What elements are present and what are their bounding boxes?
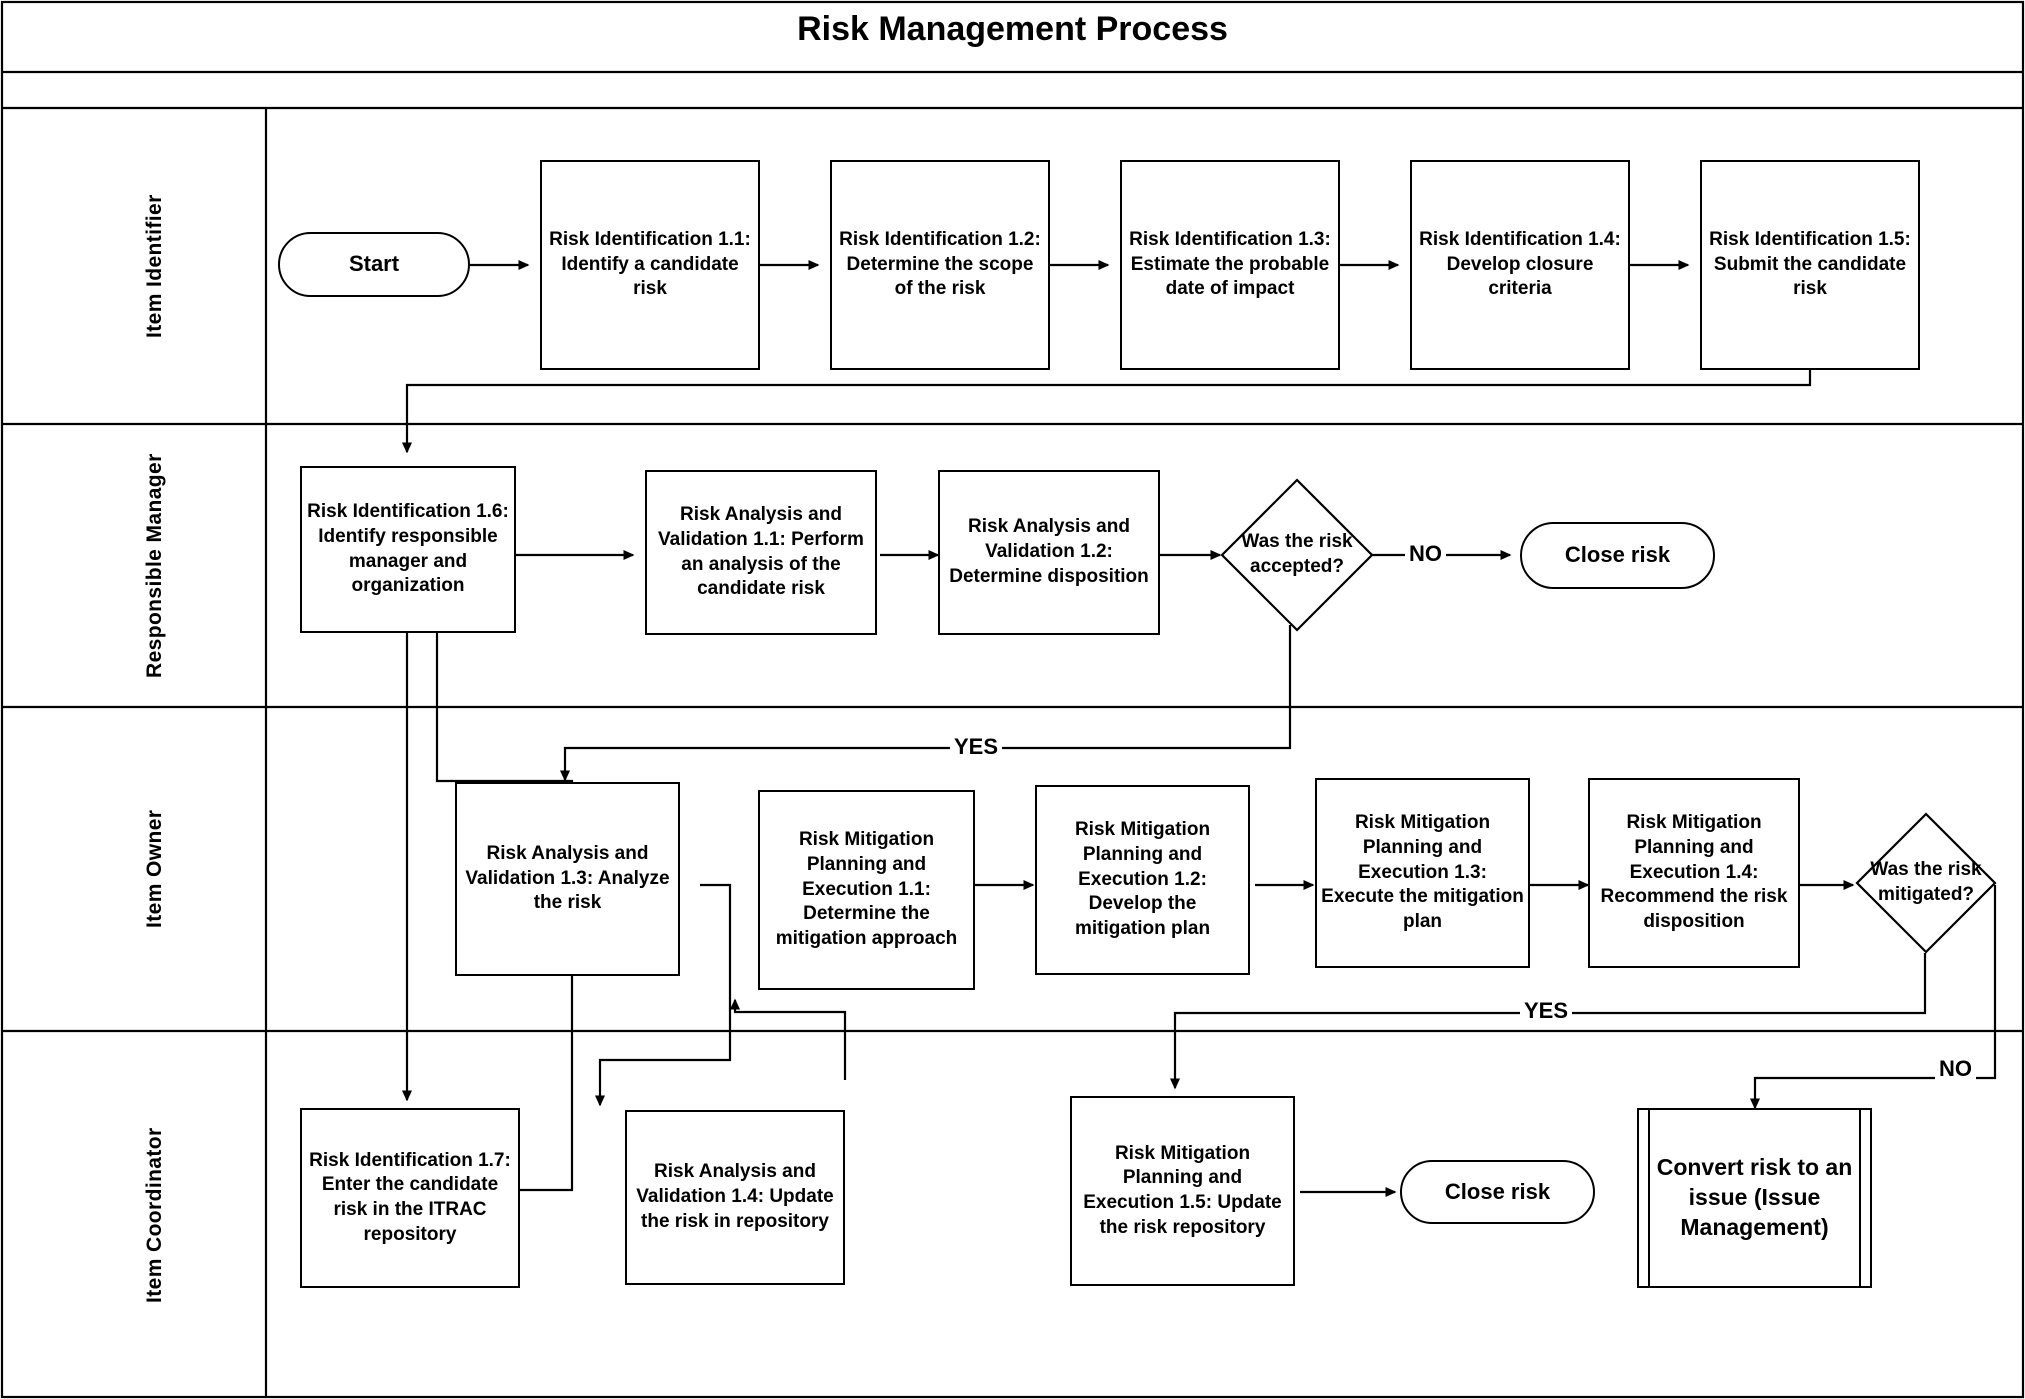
node-close-risk-coordinator[interactable]: Close risk	[1400, 1160, 1595, 1224]
node-convert-risk-to-issue[interactable]: Convert risk to an issue (Issue Manageme…	[1637, 1108, 1872, 1288]
lane-label-item-coordinator: Item Coordinator	[143, 1127, 166, 1303]
node-risk-identification-1-6[interactable]: Risk Identification 1.6: Identify respon…	[300, 466, 516, 633]
node-decision-was-risk-mitigated[interactable]: Was the risk mitigated?	[1855, 812, 1997, 954]
node-risk-identification-1-1[interactable]: Risk Identification 1.1: Identify a cand…	[540, 160, 760, 370]
node-risk-analysis-validation-1-2[interactable]: Risk Analysis and Validation 1.2: Determ…	[938, 470, 1160, 635]
node-risk-mitigation-1-1[interactable]: Risk Mitigation Planning and Execution 1…	[758, 790, 975, 990]
edge-label-no-mitigated: NO	[1935, 1058, 1976, 1080]
lane-label-item-owner: Item Owner	[143, 809, 166, 929]
edge-label-no-accepted: NO	[1405, 543, 1446, 565]
decision-label: Was the risk mitigated?	[1870, 859, 1982, 905]
node-risk-mitigation-1-5[interactable]: Risk Mitigation Planning and Execution 1…	[1070, 1096, 1295, 1286]
node-risk-identification-1-7[interactable]: Risk Identification 1.7: Enter the candi…	[300, 1108, 520, 1288]
node-risk-identification-1-5[interactable]: Risk Identification 1.5: Submit the cand…	[1700, 160, 1920, 370]
node-close-risk-manager[interactable]: Close risk	[1520, 522, 1715, 589]
node-risk-mitigation-1-3[interactable]: Risk Mitigation Planning and Execution 1…	[1315, 778, 1530, 968]
decision-label: Was the risk accepted?	[1241, 531, 1353, 577]
lane-label-item-identifier: Item Identifier	[143, 194, 166, 338]
page-title: Risk Management Process	[797, 10, 1228, 48]
node-risk-analysis-validation-1-1[interactable]: Risk Analysis and Validation 1.1: Perfor…	[645, 470, 877, 635]
lane-label-responsible-manager: Responsible Manager	[143, 453, 166, 679]
node-risk-analysis-validation-1-3[interactable]: Risk Analysis and Validation 1.3: Analyz…	[455, 782, 680, 976]
node-risk-identification-1-2[interactable]: Risk Identification 1.2: Determine the s…	[830, 160, 1050, 370]
edge-label-yes-accepted: YES	[950, 736, 1003, 758]
diamond-shape	[1220, 478, 1374, 632]
node-risk-mitigation-1-4[interactable]: Risk Mitigation Planning and Execution 1…	[1588, 778, 1800, 968]
diamond-shape	[1855, 812, 1997, 954]
node-start[interactable]: Start	[278, 232, 470, 297]
node-risk-identification-1-4[interactable]: Risk Identification 1.4: Develop closure…	[1410, 160, 1630, 370]
node-decision-was-risk-accepted[interactable]: Was the risk accepted?	[1220, 478, 1374, 632]
node-risk-identification-1-3[interactable]: Risk Identification 1.3: Estimate the pr…	[1120, 160, 1340, 370]
node-risk-analysis-validation-1-4[interactable]: Risk Analysis and Validation 1.4: Update…	[625, 1110, 845, 1285]
edge-label-yes-mitigated: YES	[1520, 1000, 1573, 1022]
node-risk-mitigation-1-2[interactable]: Risk Mitigation Planning and Execution 1…	[1035, 785, 1250, 975]
